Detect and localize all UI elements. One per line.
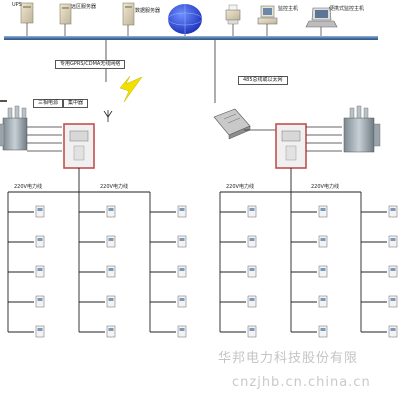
meter-icon [388, 295, 398, 308]
meter-icon [35, 205, 45, 218]
meter-icon [106, 235, 116, 248]
data-server-label: 数据服务器 [135, 8, 161, 14]
ups-label: UPS [12, 2, 22, 8]
antenna-icon [103, 110, 113, 122]
portable-host-label: 便携式监控主机 [329, 6, 365, 12]
monitor-host-label: 监控主机 [278, 6, 299, 12]
remote-server-label: 远区服务器 [71, 4, 97, 10]
meter-icon [35, 325, 45, 338]
meter-icon [177, 265, 187, 278]
three-phase-callout: 三相电源 [33, 99, 64, 108]
portable-monitor-laptop [305, 7, 338, 36]
left-concentrator-cabinet [63, 123, 95, 169]
ups-unit [20, 2, 34, 36]
meter-icon [388, 205, 398, 218]
gprs-network-callout: 专用GPRS/CDMA无线网络 [55, 60, 126, 69]
left-transformer [0, 105, 28, 151]
right-phase-wires [306, 126, 342, 152]
meter-icon [177, 295, 187, 308]
meter-icon [318, 295, 328, 308]
meter-icon [177, 205, 187, 218]
rs485-hub [213, 108, 251, 140]
meter-icon [177, 235, 187, 248]
meter-icon [177, 325, 187, 338]
internet-globe-icon [167, 4, 203, 36]
watermark-site: cnzjhb.cn.china.cn [232, 375, 371, 390]
left-branch-label-1: 220V电力线 [14, 184, 42, 190]
printer-icon [225, 4, 241, 36]
right-transformer [343, 105, 381, 153]
meter-icon [247, 295, 257, 308]
left-branch-label-2: 220V电力线 [100, 184, 128, 190]
data-server-tower [122, 2, 135, 36]
ethernet-bus [4, 36, 378, 40]
right-concentrator-cabinet [275, 123, 307, 169]
wireless-signal-icon [119, 75, 143, 103]
meter-icon [388, 265, 398, 278]
remote-server-tower [59, 3, 72, 36]
right-branch-label-2: 220V电力线 [311, 184, 339, 190]
meter-icon [247, 265, 257, 278]
meter-icon [35, 295, 45, 308]
monitor-host-computer [257, 5, 278, 36]
meter-icon [247, 205, 257, 218]
meter-icon [247, 235, 257, 248]
meter-icon [318, 325, 328, 338]
meter-icon [318, 265, 328, 278]
right-branch-label-1: 220V电力线 [226, 184, 254, 190]
meter-icon [106, 325, 116, 338]
meter-icon [106, 205, 116, 218]
meter-icon [388, 325, 398, 338]
meter-icon [106, 265, 116, 278]
concentrator-callout: 集中器 [63, 99, 89, 108]
watermark-company: 华邦电力科技股份有限 [218, 351, 359, 366]
partial-callout [0, 100, 7, 102]
meter-icon [106, 295, 116, 308]
meter-tree [7, 168, 398, 338]
meter-icon [35, 235, 45, 248]
rs485-network-callout: 485总线或以太网 [238, 76, 288, 85]
meter-icon [318, 205, 328, 218]
left-phase-wires [27, 126, 62, 152]
meter-icon [35, 265, 45, 278]
meter-icon [318, 235, 328, 248]
meter-icon [388, 235, 398, 248]
meter-icon [247, 325, 257, 338]
